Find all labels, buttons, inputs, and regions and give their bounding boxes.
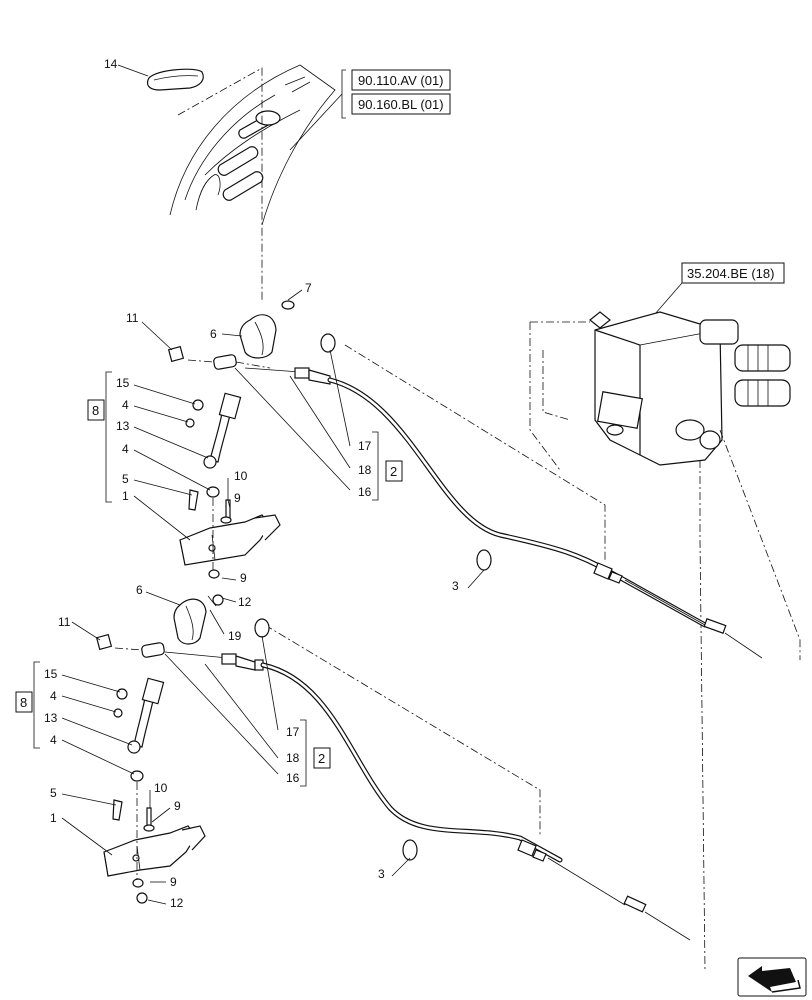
callout-9-upper-a: 9 [234,491,241,505]
part-10-screw-lower [146,807,152,827]
upper-cable [320,333,763,659]
callout-5-upper: 5 [122,472,129,486]
callout-4-lower-b: 4 [50,733,57,747]
part-6-knob-upper [239,314,277,359]
part-10-screw-upper [225,499,231,519]
part-15-bolt-lower [116,688,128,700]
part-3-clip-upper [476,549,492,571]
svg-text:2: 2 [390,464,397,479]
part-15-bolt-upper [192,399,204,411]
svg-text:90.110.AV (01): 90.110.AV (01) [358,73,444,88]
svg-text:2: 2 [318,751,325,766]
callout-3-lower: 3 [378,867,385,881]
part-3-clip-lower [402,839,418,861]
leader-valve-1 [344,344,606,560]
leader-cable-lower [264,624,541,835]
callout-4-upper-b: 4 [122,442,129,456]
cab-console-illustration [169,64,336,226]
callout-4-lower-a: 4 [50,689,57,703]
callout-7: 7 [305,281,312,295]
group-box-8-lower: 8 [15,661,40,749]
part-9-nut-lower [132,878,144,888]
part-14-grommet [146,68,204,91]
callout-6-upper: 6 [210,327,217,341]
callout-12-upper: 12 [238,595,252,609]
callout-15-upper: 15 [116,376,130,390]
callout-4-upper-a: 4 [122,398,129,412]
control-valve-illustration: 35.204.BE (18) [529,262,791,471]
callout-17-lower: 17 [286,725,300,739]
part-17-grommet-upper [320,333,336,353]
callout-leaders [61,289,485,905]
group-box-2-upper: 2 [372,431,403,501]
part-11-clip-upper [167,345,185,363]
direction-arrow-icon [737,957,807,997]
callout-5-lower: 5 [50,786,57,800]
callout-19: 19 [228,629,242,643]
part-12-nut-lower [136,892,148,904]
svg-text:8: 8 [20,695,27,710]
valve-couplers [699,319,791,407]
callout-1-upper: 1 [122,489,129,503]
part-9-nut-upper [208,569,220,579]
svg-text:8: 8 [92,403,99,418]
part-4-washer-upper-b [206,486,220,498]
callout-18-lower: 18 [286,751,300,765]
leader-valve-3 [699,460,706,971]
callout-3-upper: 3 [452,579,459,593]
callout-6-lower: 6 [136,583,143,597]
part-4-washer-lower-b [130,770,144,782]
callout-12-lower: 12 [170,896,184,910]
lower-lever-assembly [95,595,264,904]
svg-text:35.204.BE (18): 35.204.BE (18) [687,266,774,281]
callout-1-lower: 1 [50,811,57,825]
group-box-8-upper: 8 [87,371,112,503]
part-6-knob-lower [173,598,207,645]
part-4-washer-upper-a [185,418,195,428]
ref-label-90-160: 90.160.BL (01) [351,93,451,115]
callout-11-upper: 11 [126,311,139,325]
callout-9-upper-b: 9 [240,571,247,585]
svg-text:90.160.BL (01): 90.160.BL (01) [358,97,444,112]
lever-stub-upper [213,354,237,370]
callout-16-upper: 16 [358,485,372,499]
callout-11-lower: 11 [58,615,71,629]
callout-18-upper: 18 [358,463,372,477]
callout-9-lower-b: 9 [170,875,177,889]
lower-cable [254,618,691,941]
callout-9-lower-a: 9 [174,799,181,813]
part-7-ring-upper [281,300,295,310]
upper-lever-assembly [167,300,331,579]
part-5-bolt-lower [112,799,123,821]
callout-13-lower: 13 [44,711,58,725]
callout-15-lower: 15 [44,667,58,681]
part-4-washer-lower-a [113,708,123,718]
callout-13-upper: 13 [116,419,130,433]
part-17-grommet-lower [254,618,270,638]
leader-console [177,67,263,300]
callout-16-lower: 16 [286,771,300,785]
part-5-bolt-upper [188,489,199,511]
group-box-2-lower: 2 [300,719,331,787]
callout-10-upper: 10 [234,469,248,483]
callout-numbers: 14 7 11 6 15 4 13 4 5 10 9 1 17 18 16 9 … [44,57,459,910]
callout-17-upper: 17 [358,439,372,453]
callout-10-lower: 10 [154,781,168,795]
ref-label-90-110: 90.110.AV (01) [351,69,451,91]
part-12-nut-upper [212,594,224,606]
part-1-bracket-lower [103,825,197,877]
lever-stub-lower [141,642,165,658]
part-11-clip-lower [95,633,113,651]
leader-valve-2 [719,429,801,660]
callout-14: 14 [104,57,118,71]
